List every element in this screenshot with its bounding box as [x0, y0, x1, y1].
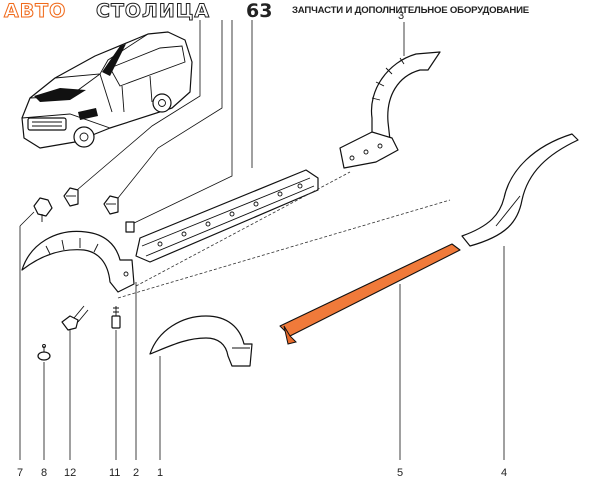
logo-text-stolitsa: СТОЛИЦА: [95, 0, 211, 23]
callout-4: 4: [501, 467, 507, 479]
callout-5: 5: [397, 467, 403, 479]
part-8-bolt: [37, 344, 51, 361]
part-1-front-wheel-arch-trim: [149, 315, 253, 367]
header-banner: АВТО СТОЛИЦА 63 ЗАПЧАСТИ И ДОПОЛНИТЕЛЬНО…: [0, 0, 600, 24]
part-4-rear-wheel-arch-trim: [461, 133, 579, 247]
callout-12: 12: [64, 467, 76, 479]
logo-text-avto: АВТО: [3, 0, 67, 23]
callout-11: 11: [109, 467, 120, 479]
alignment-line-1: [117, 199, 451, 299]
callout-2: 2: [133, 467, 139, 479]
part-12-self-tapping-screw: [61, 305, 89, 331]
sill-clip-holes: [157, 183, 303, 247]
retaining-clip-b: [103, 195, 119, 215]
callout-3: 3: [398, 10, 404, 22]
callout-1: 1: [157, 467, 163, 479]
part-7-push-clip: [33, 197, 53, 222]
logo-text-number: 63: [246, 0, 273, 22]
leader-car-clip-3: [131, 20, 233, 225]
car-illustration: [21, 31, 193, 149]
alignment-line-2: [135, 171, 351, 287]
callout-7: 7: [17, 467, 23, 479]
part-5-door-sill-strip: [279, 243, 461, 345]
part-2-front-arch-liner: [21, 230, 135, 293]
leader-car-clip-2: [117, 20, 223, 199]
header-tagline: ЗАПЧАСТИ И ДОПОЛНИТЕЛЬНОЕ ОБОРУДОВАНИЕ: [292, 5, 529, 16]
part-3-rear-arch-liner: [339, 51, 441, 169]
sill-moulding: [135, 169, 319, 263]
leader-7b: [19, 211, 35, 227]
part-11-stud-fastener: [111, 306, 121, 329]
leader-car-clip: [69, 20, 201, 197]
callout-8: 8: [41, 467, 47, 479]
retaining-clip-c: [125, 221, 135, 233]
retaining-clip-a: [63, 187, 79, 207]
